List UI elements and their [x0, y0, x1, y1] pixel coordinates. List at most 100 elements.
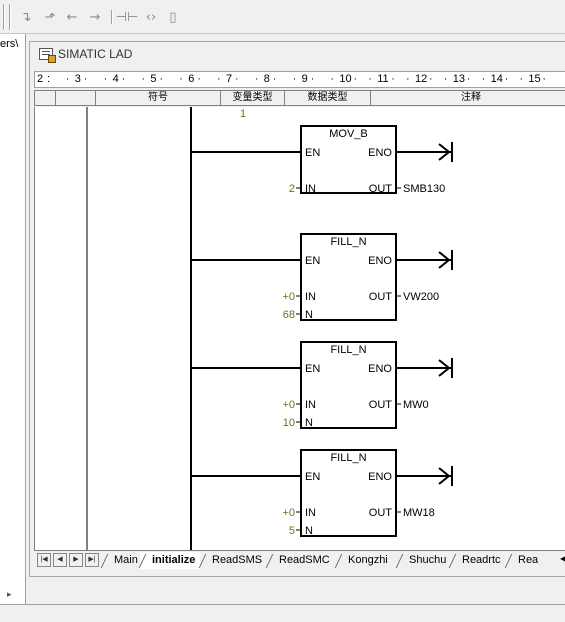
ruler-label: 9	[301, 73, 308, 85]
ruler-label: 15	[528, 73, 541, 85]
tab-next-button[interactable]: ▶	[69, 553, 83, 567]
instruction-name[interactable]: FILL_N	[330, 236, 366, 248]
tree-path-text[interactable]: ers\	[0, 38, 19, 50]
ruler-label: 12	[415, 73, 428, 85]
eno-pin-label[interactable]: ENO	[368, 147, 392, 159]
insert-left-wire-icon[interactable]: ←	[66, 9, 78, 25]
tab-kongzhi[interactable]: Kongzhi	[336, 552, 397, 569]
insert-down-wire-icon[interactable]: ↴	[20, 9, 32, 25]
input-pin-label[interactable]: IN	[305, 291, 316, 303]
scroll-arrow-icon[interactable]: ▸	[7, 589, 12, 599]
en-pin-label[interactable]: EN	[305, 147, 320, 159]
simatic-lad-window: SIMATIC LAD 2:3··4··5··6··7··8··9··10··1…	[29, 41, 565, 577]
insert-coil-icon[interactable]: ‹›	[145, 9, 157, 25]
header-col-var-type[interactable]: 变量类型	[221, 91, 285, 105]
ruler-tick: ·	[83, 73, 88, 85]
input-pin-label[interactable]: IN	[305, 183, 316, 195]
input-operand[interactable]: 2	[289, 183, 295, 195]
ruler-label: 14	[490, 73, 503, 85]
eno-arrow-icon[interactable]	[438, 359, 451, 377]
instruction-box[interactable]	[300, 233, 397, 321]
output-operand[interactable]: MW18	[403, 507, 435, 519]
input-pin-label[interactable]: N	[305, 417, 313, 429]
header-col-comment[interactable]: 注释	[461, 92, 481, 103]
input-pin-label[interactable]: IN	[305, 507, 316, 519]
eno-arrow-icon[interactable]	[438, 143, 451, 161]
ruler-tick: ·	[179, 73, 183, 85]
output-pin-label[interactable]: OUT	[369, 291, 393, 303]
input-operand[interactable]: +0	[282, 399, 295, 411]
tab-shuchu[interactable]: Shuchu	[397, 552, 450, 569]
ruler-label: 7	[226, 73, 233, 85]
eno-pin-label[interactable]: ENO	[368, 471, 392, 483]
tab-readsmc[interactable]: ReadSMC	[267, 552, 336, 569]
instruction-box[interactable]	[300, 449, 397, 537]
input-operand[interactable]: 68	[283, 309, 295, 321]
instruction-box[interactable]	[300, 125, 397, 194]
en-pin-label[interactable]: EN	[305, 471, 320, 483]
ruler-tick: ·	[466, 73, 471, 85]
header-col-data-type[interactable]: 数据类型	[285, 91, 371, 105]
toolbar-grip[interactable]	[9, 4, 11, 30]
ruler-tick: ·	[159, 73, 164, 85]
tab-rea[interactable]: Rea	[506, 552, 546, 569]
insert-up-wire-icon[interactable]: ⬏	[44, 9, 56, 25]
eno-arrow-icon[interactable]	[438, 251, 451, 269]
output-pin-label[interactable]: OUT	[369, 507, 393, 519]
insert-box-icon[interactable]: ▯	[169, 9, 177, 25]
ruler-marker: :	[47, 73, 51, 85]
ruler-label: 8	[263, 73, 270, 85]
tab-readrtc[interactable]: Readrtc	[450, 552, 506, 569]
en-pin-label[interactable]: EN	[305, 363, 320, 375]
ruler-label: 13	[452, 73, 466, 85]
instruction-box[interactable]	[300, 341, 397, 429]
output-pin-label[interactable]: OUT	[369, 183, 393, 195]
eno-pin-label[interactable]: ENO	[368, 363, 392, 375]
ruler-tick: ·	[310, 73, 315, 85]
input-operand[interactable]: 5	[289, 525, 295, 537]
toolbar-separator	[111, 10, 113, 24]
input-pin-label[interactable]: N	[305, 525, 313, 537]
ruler-tick: ·	[443, 73, 448, 85]
input-operand[interactable]: 10	[283, 417, 295, 429]
tab-readsms[interactable]: ReadSMS	[200, 552, 267, 569]
header-col-symbol[interactable]: 符号	[96, 91, 221, 105]
tab-main[interactable]: Main	[102, 552, 140, 569]
ruler-tick: ·	[391, 73, 395, 85]
input-pin-label[interactable]: N	[305, 309, 313, 321]
input-pin-label[interactable]: IN	[305, 399, 316, 411]
ruler-tick: ·	[353, 73, 358, 85]
output-operand[interactable]: MW0	[403, 399, 429, 411]
tab-scroll-left-icon[interactable]: ◀	[560, 554, 565, 563]
toolbar-grip[interactable]	[3, 4, 5, 30]
network-number[interactable]: 1	[240, 108, 246, 120]
status-bar	[0, 604, 565, 622]
header-col-empty[interactable]	[56, 91, 96, 105]
tab-first-button[interactable]: |◀	[37, 553, 51, 567]
ruler-tick: ·	[121, 73, 126, 85]
insert-contact-icon[interactable]: ⊣⊢	[115, 9, 139, 25]
ruler-label: 11	[377, 73, 389, 85]
eno-pin-label[interactable]: ENO	[368, 255, 392, 267]
instruction-name[interactable]: FILL_N	[330, 344, 366, 356]
ruler-tick: ·	[235, 73, 239, 85]
insert-right-wire-icon[interactable]: →	[89, 9, 101, 25]
header-col-empty[interactable]	[35, 91, 56, 105]
input-operand[interactable]: +0	[282, 291, 295, 303]
input-operand[interactable]: +0	[282, 507, 295, 519]
tab-initialize[interactable]: initialize	[140, 552, 200, 569]
instruction-name[interactable]: FILL_N	[330, 452, 366, 464]
tab-prev-button[interactable]: ◀	[53, 553, 67, 567]
ruler-tick: ·	[65, 73, 70, 85]
window-titlebar[interactable]: SIMATIC LAD	[30, 42, 565, 67]
eno-arrow-icon[interactable]	[438, 467, 451, 485]
symbol-table-header: 符号 变量类型 数据类型 注释	[34, 90, 565, 106]
output-operand[interactable]: VW200	[403, 291, 439, 303]
tab-last-button[interactable]: ▶|	[85, 553, 99, 567]
instruction-name[interactable]: MOV_B	[329, 128, 368, 140]
output-pin-label[interactable]: OUT	[369, 399, 393, 411]
en-pin-label[interactable]: EN	[305, 255, 320, 267]
output-operand[interactable]: SMB130	[403, 183, 445, 195]
